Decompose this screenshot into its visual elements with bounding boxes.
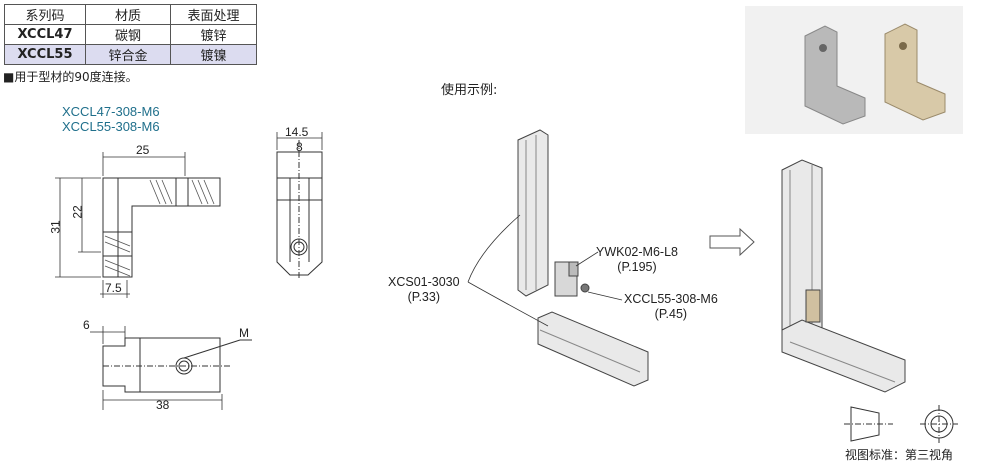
- dim-side-width: 14.5: [285, 125, 309, 139]
- label-profile: XCS01-3030 (P.33): [388, 275, 460, 305]
- dim-thread: M: [239, 326, 249, 340]
- dim-side-inner: 8: [296, 140, 303, 154]
- side-view: [276, 140, 323, 280]
- label-profile-code: XCS01-3030: [388, 275, 460, 289]
- label-bracket: XCCL55-308-M6 (P.45): [624, 292, 718, 322]
- usage-note: ■用于型材的90度连接。: [3, 70, 138, 84]
- bottom-view: [102, 337, 252, 393]
- label-screw-page: (P.195): [617, 260, 657, 274]
- dim-height-inner: 22: [70, 205, 85, 219]
- part-number-2: XCCL55-308-M6: [62, 119, 160, 134]
- dim-width-top: 25: [136, 143, 150, 157]
- dim-bottom-offset: 6: [83, 318, 90, 332]
- header-series-code: 系列码: [4, 4, 86, 25]
- projection-symbol: [844, 405, 958, 443]
- row-finish: 镀镍: [170, 44, 257, 65]
- front-view: [102, 177, 221, 278]
- dim-height-total: 31: [48, 220, 63, 234]
- arrow-icon: [709, 227, 755, 257]
- label-bracket-code: XCCL55-308-M6: [624, 292, 718, 306]
- dim-bottom-length: 38: [156, 398, 170, 412]
- table-row: XCCL55 锌合金 镀镍: [4, 44, 257, 65]
- label-screw-code: YWK02-M6-L8: [596, 245, 678, 259]
- spec-header-row: 系列码 材质 表面处理: [4, 4, 257, 25]
- projection-label: 视图标准：第三视角: [845, 448, 954, 462]
- row-material: 锌合金: [85, 44, 171, 65]
- dim-foot: 7.5: [105, 281, 122, 295]
- label-bracket-page: (P.45): [654, 307, 688, 321]
- row-code: XCCL55: [4, 44, 86, 65]
- row-code: XCCL47: [4, 24, 86, 45]
- usage-assembly: [517, 129, 649, 387]
- label-screw: YWK02-M6-L8 (P.195): [596, 245, 678, 275]
- product-photo: [745, 6, 963, 134]
- row-finish: 镀锌: [170, 24, 257, 45]
- header-material: 材质: [85, 4, 171, 25]
- assembled-result: [781, 159, 906, 393]
- spec-table: 系列码 材质 表面处理 XCCL47 碳钢 镀锌 XCCL55 锌合金 镀镍: [4, 4, 257, 65]
- label-profile-page: (P.33): [407, 290, 440, 304]
- header-finish: 表面处理: [170, 4, 257, 25]
- usage-title: 使用示例:: [441, 83, 498, 98]
- part-number-1: XCCL47-308-M6: [62, 104, 160, 119]
